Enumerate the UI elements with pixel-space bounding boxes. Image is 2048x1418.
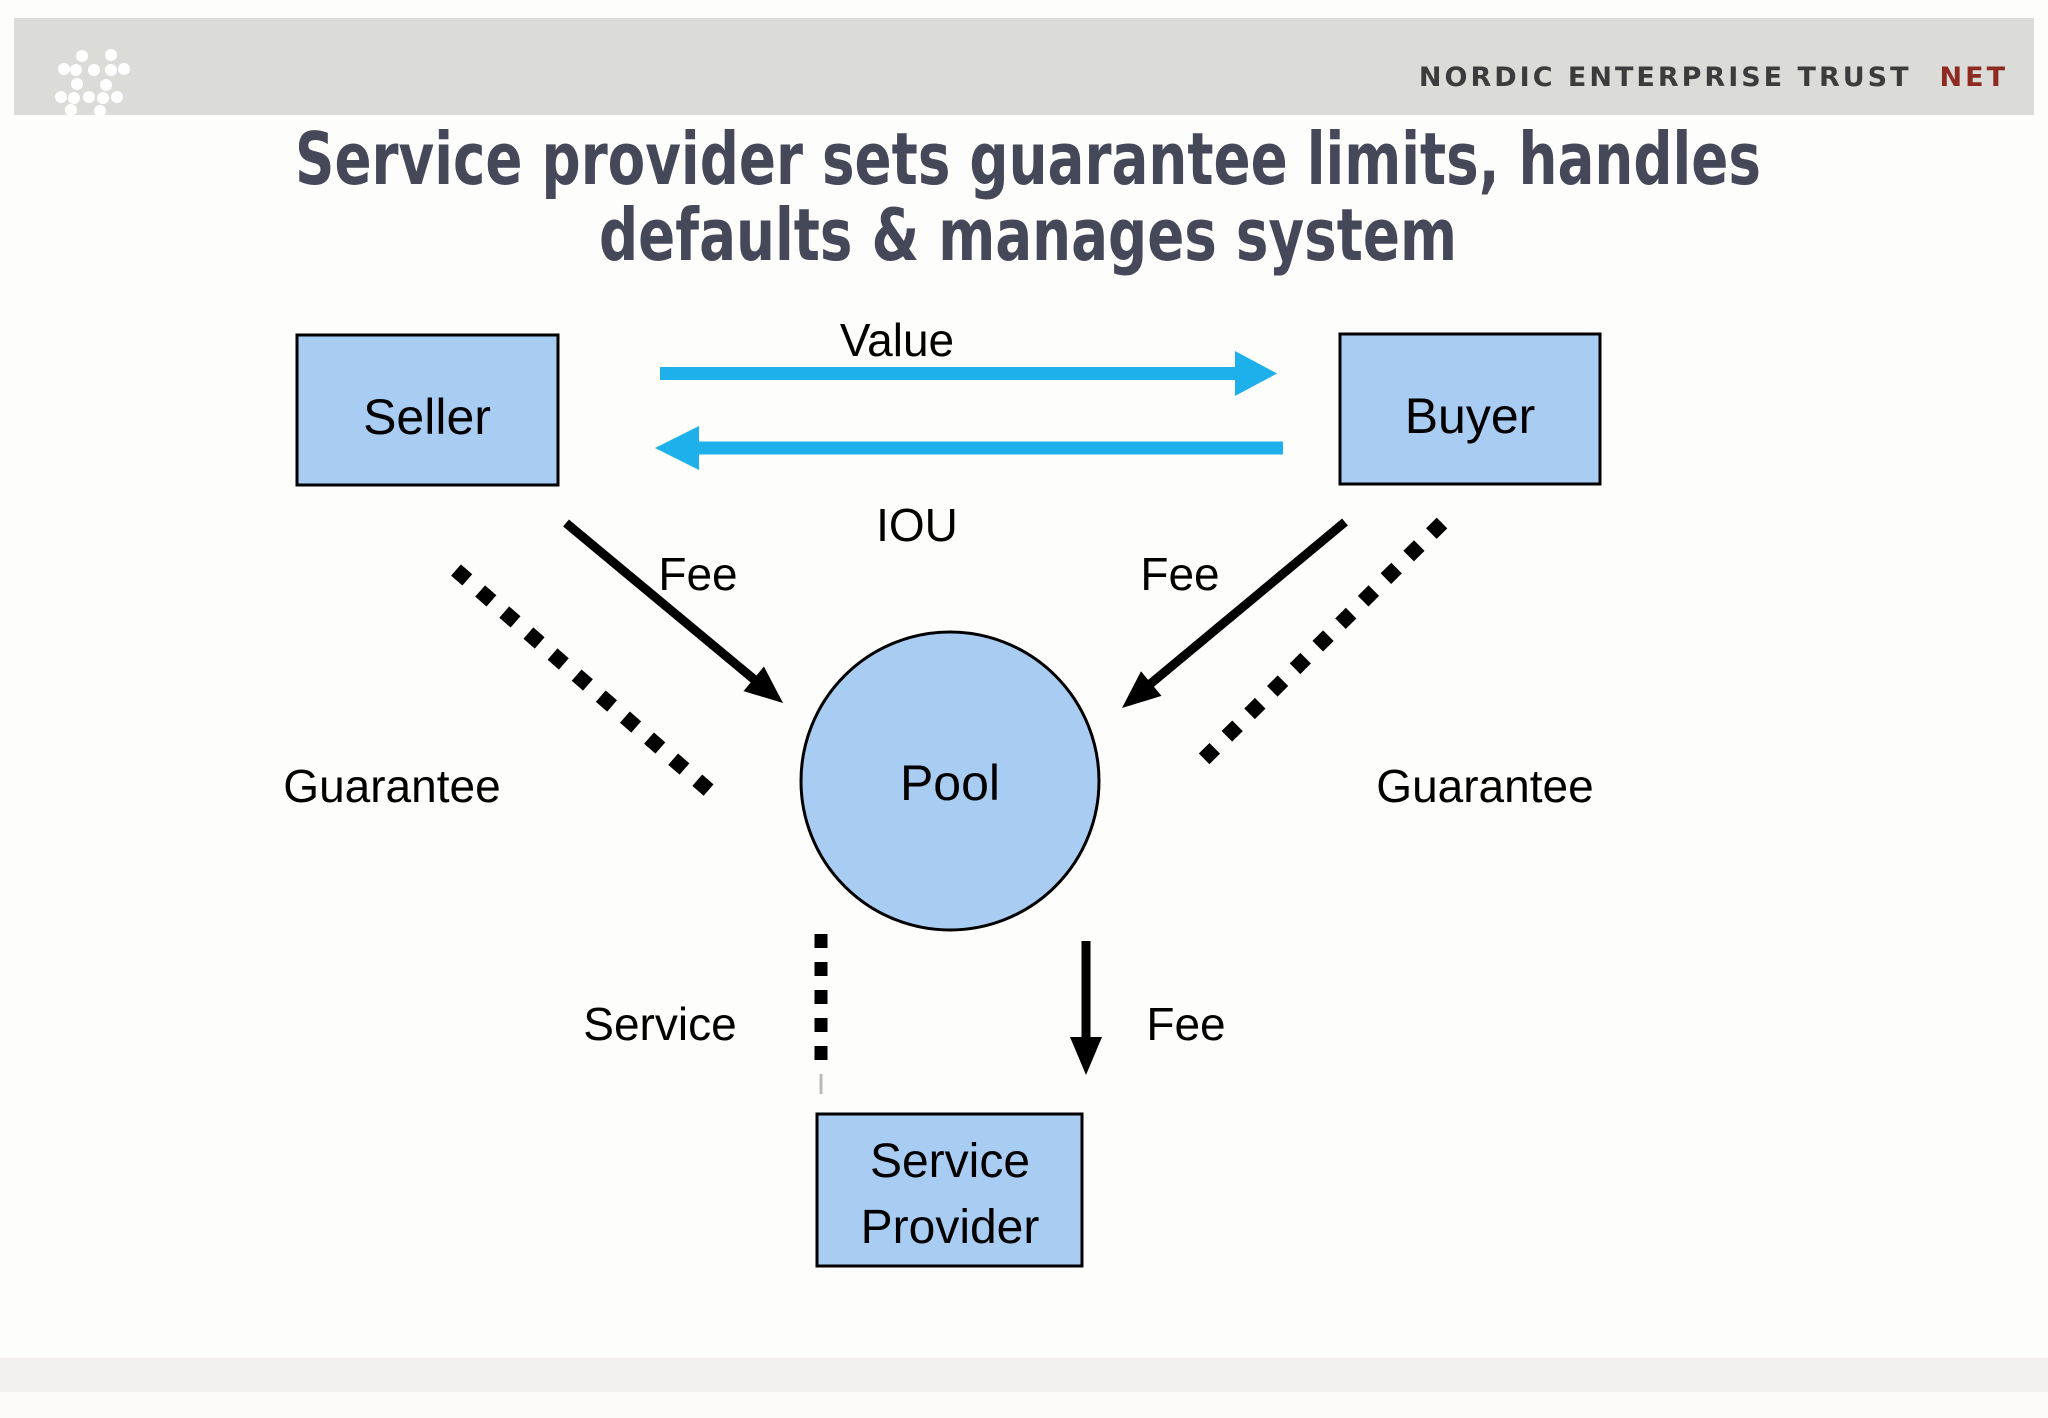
fee-label-seller: Fee xyxy=(658,548,737,600)
service-label: Service xyxy=(583,998,736,1050)
fee-arrow-pool-to-service-provider xyxy=(1070,941,1102,1075)
footer-bar xyxy=(0,1358,2048,1392)
buyer-node: Buyer xyxy=(1338,332,1602,486)
brand-text: NORDIC ENTERPRISE TRUST xyxy=(1418,62,1912,93)
value-arrow xyxy=(660,351,1277,396)
iou-arrow xyxy=(655,426,1283,470)
brand-net-text: NET xyxy=(1939,62,2008,93)
fee-arrow-seller-to-pool xyxy=(563,519,783,703)
buyer-node-label: Buyer xyxy=(1405,388,1536,444)
guarantee-label-left: Guarantee xyxy=(283,760,500,812)
iou-label: IOU xyxy=(876,499,958,551)
seller-node-label: Seller xyxy=(363,389,491,445)
fee-arrow-buyer-to-pool xyxy=(1122,518,1348,708)
fee-label-service: Fee xyxy=(1146,998,1225,1050)
guarantee-line-left xyxy=(451,564,717,799)
fee-label-buyer: Fee xyxy=(1140,548,1219,600)
slide-title-line1: Service provider sets guarantee limits, … xyxy=(295,119,1761,202)
header-bar: NORDIC ENTERPRISE TRUST NET xyxy=(14,18,2034,117)
service-provider-label-line1: Service xyxy=(870,1135,1030,1188)
value-label: Value xyxy=(840,314,954,366)
guarantee-line-right xyxy=(1197,517,1448,766)
guarantee-label-right: Guarantee xyxy=(1376,760,1593,812)
footer-margin xyxy=(0,1392,2048,1418)
service-provider-label-line2: Provider xyxy=(861,1201,1040,1254)
seller-node: Seller xyxy=(295,333,560,487)
pool-node: Pool xyxy=(799,630,1101,932)
service-provider-node: Service Provider xyxy=(815,1112,1084,1268)
slide-title-line2: defaults & manages system xyxy=(599,195,1457,278)
pool-node-label: Pool xyxy=(900,755,1000,811)
brand: NORDIC ENTERPRISE TRUST NET xyxy=(1419,18,2008,115)
net-logo-icon xyxy=(55,49,130,117)
